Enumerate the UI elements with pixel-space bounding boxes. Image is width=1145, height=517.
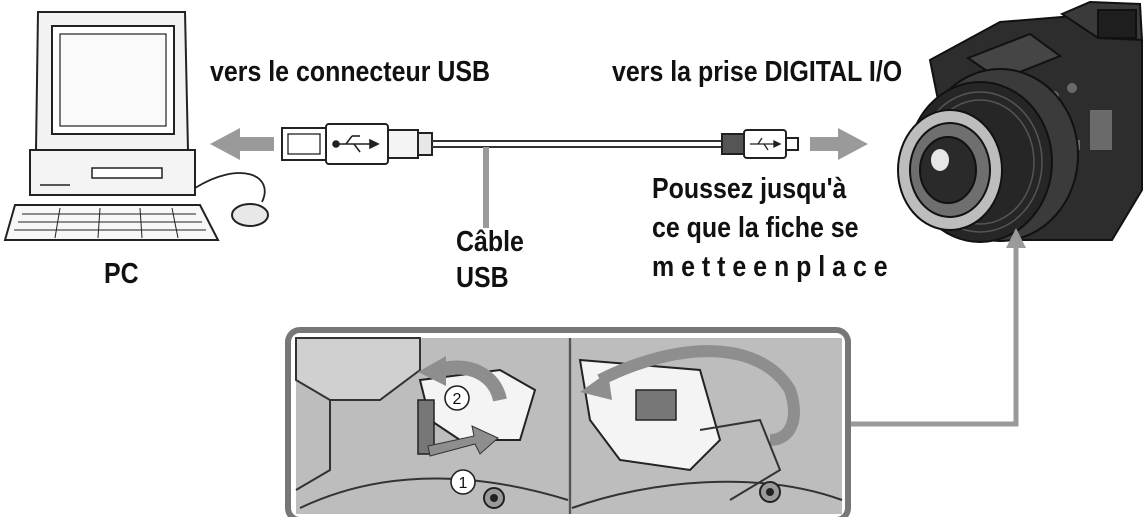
inset-photos xyxy=(285,327,851,517)
arrow-to-pc xyxy=(210,128,274,160)
push-instruction-line3: m e t t e e n p l a c e xyxy=(652,251,888,283)
pc-illustration xyxy=(3,11,269,241)
cable-label-line2: USB xyxy=(456,262,509,294)
usb-a-plug xyxy=(281,123,433,165)
usb-cable xyxy=(432,140,722,148)
cable-label-line1: Câble xyxy=(456,226,524,258)
mini-usb-plug xyxy=(721,129,799,159)
push-instruction-line2: ce que la fiche se xyxy=(652,212,859,244)
inset-callout-line xyxy=(848,244,1019,427)
usb-connector-label: vers le connecteur USB xyxy=(210,56,490,88)
inset-callout-arrowhead xyxy=(1006,228,1026,248)
usb-trident-small-icon xyxy=(750,137,782,151)
inset-photo-step3 xyxy=(571,338,843,514)
step-2-number: 2 xyxy=(453,391,462,408)
pc-label: PC xyxy=(104,258,139,290)
step-1-number: 1 xyxy=(459,475,468,492)
inset-photo-step1-2 xyxy=(295,337,569,514)
arrow-to-camera xyxy=(810,128,868,160)
usb-trident-icon xyxy=(332,135,380,153)
push-instruction-line1: Poussez jusqu'à xyxy=(652,173,847,205)
camera-illustration xyxy=(897,0,1144,243)
digital-io-label: vers la prise DIGITAL I/O xyxy=(612,56,903,88)
